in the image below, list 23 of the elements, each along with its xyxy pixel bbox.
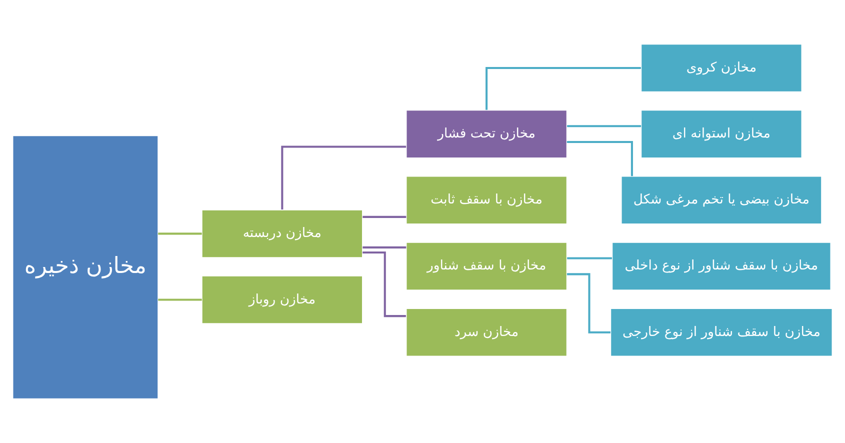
node-box: مخازن با سقف شناور [406, 242, 568, 291]
node-box: مخازن روباز [201, 275, 364, 324]
connector [281, 146, 406, 210]
connector [362, 246, 406, 248]
node-box: مخازن ذخیره [12, 135, 159, 400]
node-box: مخازن دربسته [201, 209, 364, 258]
node-box: مخازن تحت فشار [406, 110, 568, 158]
connector [566, 141, 633, 176]
connector [566, 273, 610, 334]
connector [158, 232, 202, 235]
node-box: مخازن استوانه ای [640, 110, 802, 158]
node-box: مخازن کروی [640, 44, 802, 92]
connector [362, 216, 406, 218]
node-box: مخازن با سقف شناور از نوع خارجی [610, 308, 833, 357]
connector [486, 66, 641, 110]
connector [158, 298, 202, 301]
connector [362, 252, 406, 318]
node-box: مخازن سرد [406, 308, 568, 357]
node-box: مخازن بیضی یا تخم مرغی شکل [620, 176, 822, 225]
connector [567, 257, 612, 260]
connector [567, 125, 642, 128]
node-box: مخازن با سقف شناور از نوع داخلی [612, 242, 832, 291]
node-box: مخازن با سقف ثابت [406, 176, 568, 225]
